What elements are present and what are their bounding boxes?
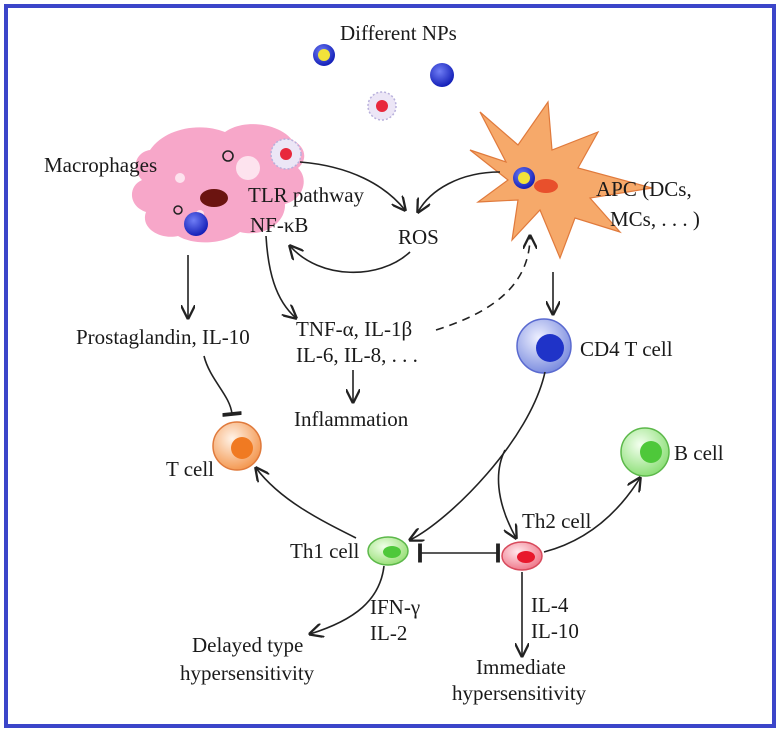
inflammation-label: Inflammation: [294, 407, 409, 431]
delayed-hypersensitivity-line1: Delayed type: [192, 633, 303, 657]
delayed-hypersensitivity-line2: hypersensitivity: [180, 661, 315, 685]
th1-cytokine-il2-label: IL-2: [370, 621, 407, 645]
th1-cell-label: Th1 cell: [290, 539, 360, 563]
ros-label: ROS: [398, 225, 439, 249]
apc-label-line1: APC (DCs,: [596, 177, 692, 201]
th2-cell-icon: [501, 541, 543, 571]
arrow-apc-to-ros: [418, 171, 501, 212]
nanoparticles-label: Different NPs: [340, 21, 457, 45]
cytokines-line2: IL-6, IL-8, . . .: [296, 343, 418, 367]
diagram-frame: [4, 4, 776, 728]
t-cell-label: T cell: [166, 457, 214, 481]
cd4-t-cell-label: CD4 T cell: [580, 337, 673, 361]
nanoparticle-coated-icon: [367, 91, 397, 121]
immediate-hypersensitivity-line1: Immediate: [476, 655, 566, 679]
arrow-th2-to-b-cell: [543, 478, 640, 553]
dashed-arrow-cytokines-to-apc: [435, 236, 530, 331]
th2-cytokine-il10-label: IL-10: [531, 619, 579, 643]
apc-dendritic-cell-icon: [469, 100, 653, 260]
arrow-ros-to-nfkb: [290, 246, 411, 274]
cytokines-line1: TNF-α, IL-1β: [296, 317, 412, 341]
arrow-cd4-to-th2: [497, 449, 516, 538]
cd4-t-cell-icon: [516, 318, 572, 374]
th2-cytokine-il4-label: IL-4: [531, 593, 569, 617]
prostaglandin-label: Prostaglandin, IL-10: [76, 325, 250, 349]
arrow-th1-to-t-cell: [256, 468, 357, 539]
b-cell-icon: [620, 427, 670, 477]
th2-cell-label: Th2 cell: [522, 509, 592, 533]
nanoparticle-yellow-core-icon: [313, 44, 335, 66]
inhibit-prostaglandin-to-t-cell: [203, 355, 242, 417]
arrow-macrophage-to-ros: [299, 161, 405, 210]
arrow-th1-to-delayed: [310, 565, 385, 634]
arrow-cd4-to-th1: [410, 371, 546, 540]
th1-cell-icon: [367, 536, 409, 566]
apc-label-line2: MCs, . . . ): [610, 207, 700, 231]
nfkb-label: NF-κB: [250, 213, 308, 237]
immediate-hypersensitivity-line2: hypersensitivity: [452, 681, 587, 705]
b-cell-label: B cell: [674, 441, 724, 465]
t-cell-icon: [212, 421, 262, 471]
nanoparticle-blue-icon: [430, 63, 454, 87]
macrophages-label: Macrophages: [44, 153, 157, 177]
tlr-pathway-label: TLR pathway: [248, 183, 365, 207]
macrophage-cell-icon: [131, 124, 305, 243]
arrow-nfkb-to-cytokines: [265, 235, 296, 318]
th1-cytokine-ifn-label: IFN-γ: [370, 595, 420, 619]
